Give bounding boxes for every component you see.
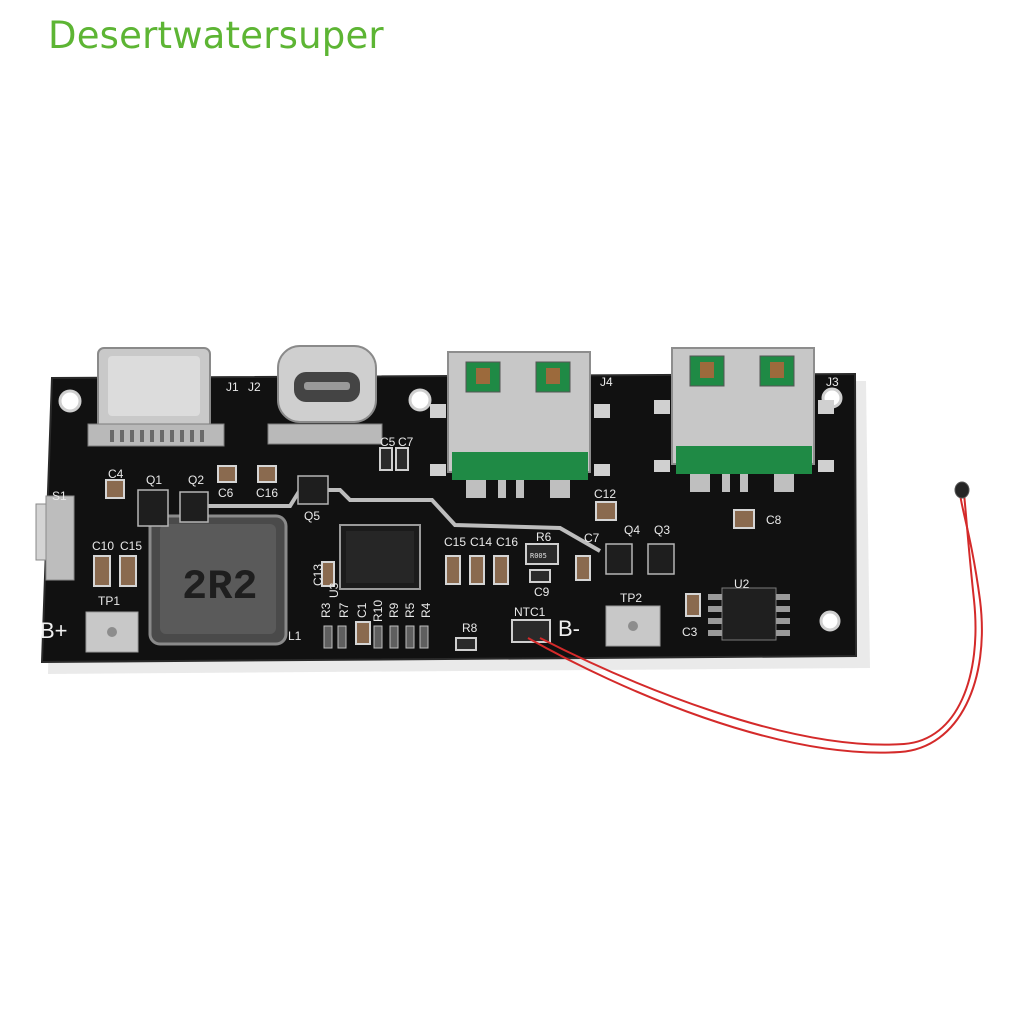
label-c5: C5 [380,435,396,449]
label-r9: R9 [387,602,401,618]
tactile-switch [35,495,75,581]
label-c8: C8 [766,513,782,527]
label-tp1: TP1 [98,594,120,608]
label-j3: J3 [826,375,839,389]
label-r4: R4 [419,602,433,618]
label-r6: R6 [536,530,552,544]
label-c15-left: C15 [120,539,142,553]
usb-c-port-j1 [87,347,225,447]
label-l1: L1 [288,629,302,643]
u2-chip [708,587,790,641]
label-c9: C9 [534,585,550,599]
label-r3: R3 [319,602,333,618]
label-u3: U3 [327,582,341,598]
usb-a-port-j4 [430,351,610,498]
thermistor-head [954,481,970,499]
label-c16-top: C16 [256,486,278,500]
label-q3: Q3 [654,523,670,537]
power-ic [339,524,421,590]
label-c1: C1 [355,602,369,618]
ntc-thermistor-wire [527,493,983,754]
resistor-marking: R005 [530,552,547,560]
label-c3: C3 [682,625,698,639]
inductor-marking: 2R2 [182,563,258,611]
label-j4: J4 [600,375,613,389]
label-c14: C14 [470,535,492,549]
smd-capacitors [93,447,755,651]
label-c12: C12 [594,487,616,501]
label-c15-mid: C15 [444,535,466,549]
label-tp2: TP2 [620,591,642,605]
label-b-minus: B- [558,616,580,641]
usb-c-port-j2 [267,345,383,445]
label-r7: R7 [337,602,351,618]
label-c4: C4 [108,467,124,481]
inductor [148,514,288,646]
label-c16-mid: C16 [496,535,518,549]
label-j1: J1 [226,380,239,394]
silkscreen-trace [180,488,601,553]
silkscreen-labels: J1 J2 J4 J3 S1 C4 Q1 Q2 C6 C16 C5 C7 Q5 … [40,375,839,643]
label-r5: R5 [403,602,417,618]
watermark-text: Desertwatersuper [48,14,384,57]
label-c6: C6 [218,486,234,500]
label-b-plus: B+ [40,618,68,643]
label-j2: J2 [248,380,261,394]
label-u2: U2 [734,577,750,591]
label-c7-top: C7 [398,435,414,449]
label-q2: Q2 [188,473,204,487]
label-q5: Q5 [304,509,320,523]
usb-a-port-j3 [654,347,834,492]
label-ntc1: NTC1 [514,605,546,619]
label-q1: Q1 [146,473,162,487]
transistors [137,475,675,575]
label-c13: C13 [311,564,325,586]
label-r10: R10 [371,600,385,622]
label-q4: Q4 [624,523,640,537]
label-c10: C10 [92,539,114,553]
label-s1: S1 [52,489,67,503]
label-r8: R8 [462,621,478,635]
label-c7-mid: C7 [584,531,600,545]
